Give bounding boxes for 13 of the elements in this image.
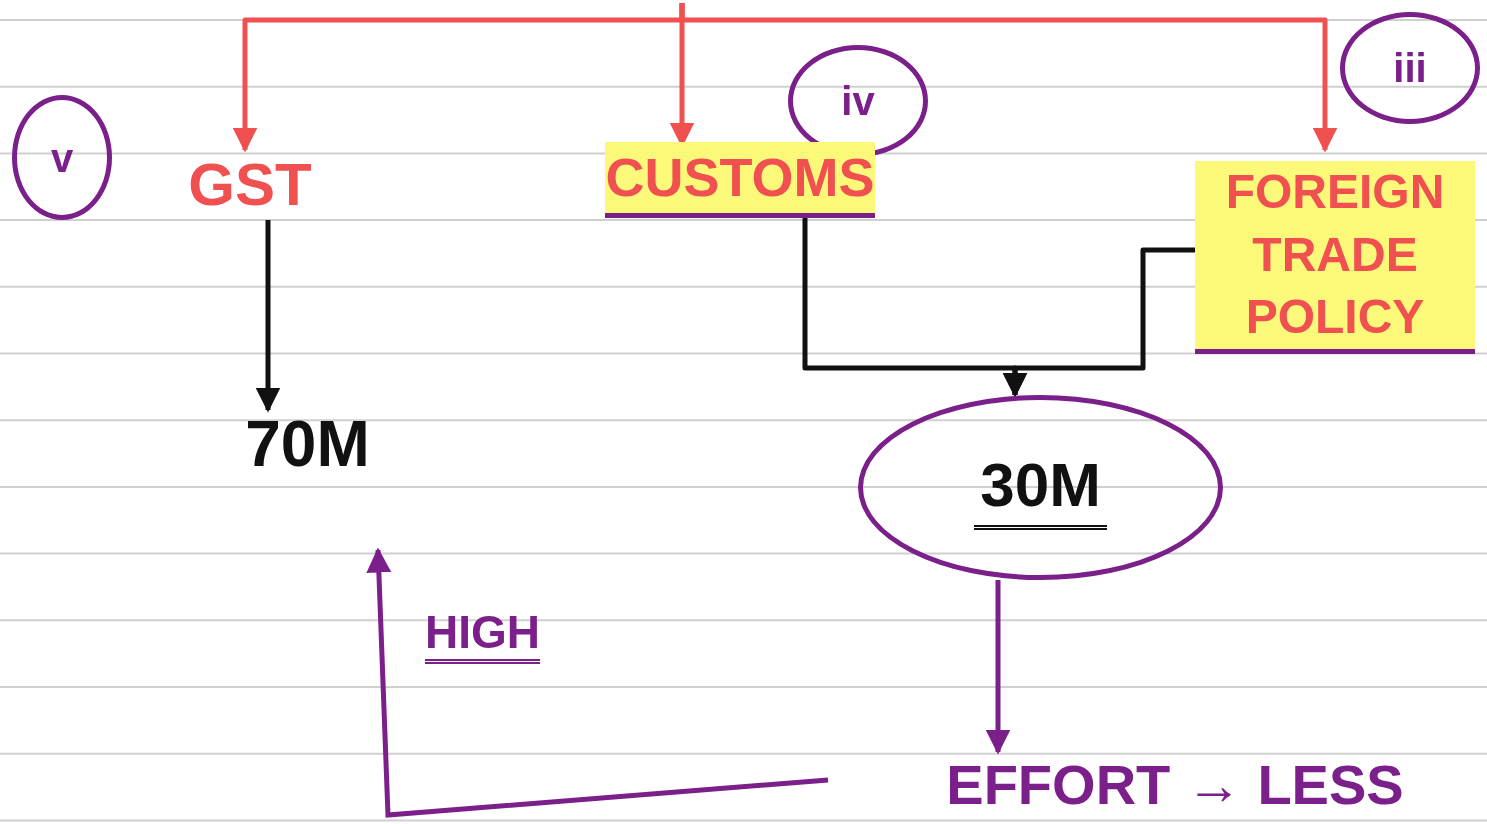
heading-text: GST bbox=[188, 150, 312, 220]
note-text: EFFORT → LESS bbox=[946, 751, 1404, 818]
arrow bbox=[985, 580, 1011, 755]
circled-number: iii bbox=[1340, 12, 1480, 124]
axis-label: HIGH bbox=[425, 605, 540, 664]
circled-number: v bbox=[12, 95, 112, 220]
highlighted-heading: FOREIGN TRADE POLICY bbox=[1195, 161, 1475, 354]
arrow bbox=[1002, 247, 1195, 398]
highlighted-heading: CUSTOMS bbox=[605, 142, 875, 218]
arrow bbox=[679, 3, 1338, 153]
value-text: 70M bbox=[245, 407, 370, 483]
circled-value: 30M bbox=[858, 395, 1223, 580]
arrow bbox=[255, 220, 281, 413]
